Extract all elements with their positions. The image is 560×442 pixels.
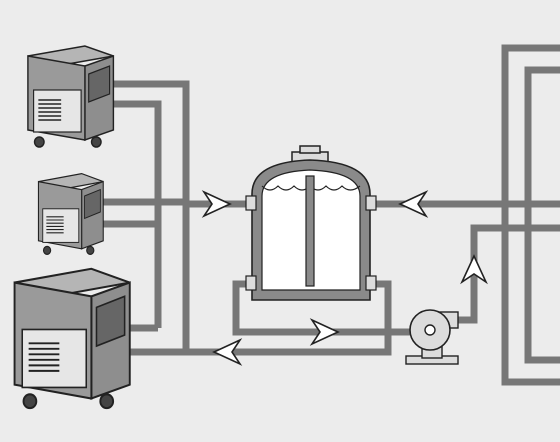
arrow-right-icon — [201, 190, 232, 218]
pump-icon — [405, 309, 459, 365]
arrow-right-icon — [309, 318, 340, 346]
pipe-load-loop-outer — [501, 44, 560, 386]
chiller-icon — [27, 45, 115, 148]
pipe-collector-outer — [108, 80, 190, 352]
tank-with-agitator-icon — [245, 145, 377, 301]
arrow-left-icon — [212, 338, 243, 366]
pipe-load-loop-inner — [524, 66, 560, 364]
pipe-return-line — [186, 280, 392, 356]
pipe-collector-inner — [108, 100, 162, 328]
chiller-icon — [37, 173, 104, 255]
chiller-icon — [13, 267, 131, 410]
arrow-left-icon — [398, 190, 429, 218]
arrow-up-icon — [460, 254, 488, 285]
